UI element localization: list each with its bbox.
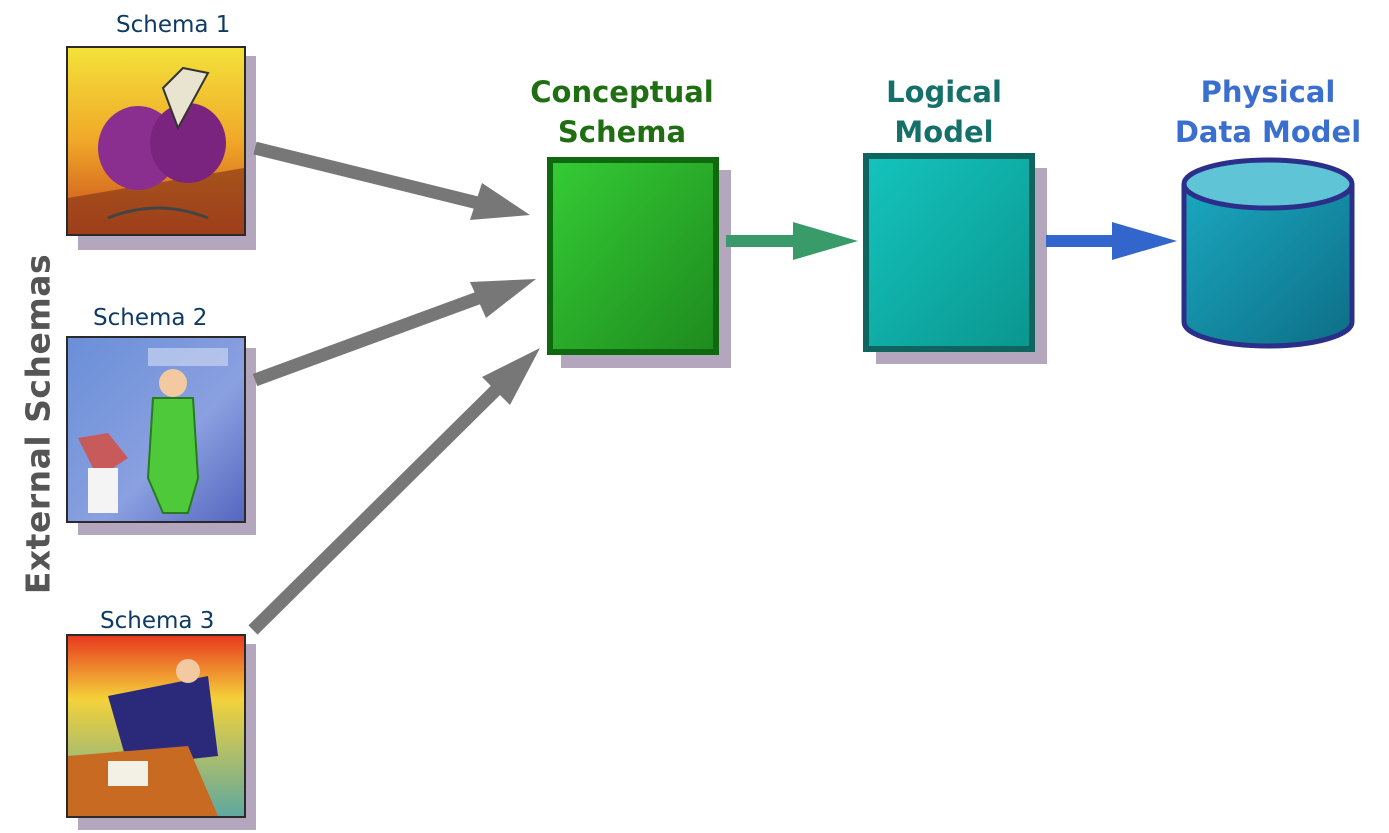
logical-model-title: Logical Model xyxy=(886,72,1002,152)
schema-3-image xyxy=(66,634,246,818)
arrow-schema3-to-conceptual xyxy=(248,348,540,635)
schema-1-image xyxy=(66,46,246,236)
physical-title-line1: Physical xyxy=(1200,75,1336,109)
arrow-conceptual-to-logical xyxy=(726,222,858,260)
conceptual-title-line1: Conceptual xyxy=(530,75,714,109)
conceptual-schema-box xyxy=(547,157,719,355)
schema-2-image xyxy=(66,336,246,523)
schema-1-label: Schema 1 xyxy=(116,12,231,38)
logical-title-line1: Logical xyxy=(886,75,1002,109)
physical-data-model-title: Physical Data Model xyxy=(1175,72,1361,152)
arrow-logical-to-physical xyxy=(1046,222,1177,260)
physical-data-model-cylinder xyxy=(1181,157,1355,349)
physical-title-line2: Data Model xyxy=(1174,115,1362,149)
schema-2-label: Schema 2 xyxy=(93,305,208,331)
logical-title-line2: Model xyxy=(894,115,994,149)
arrow-schema2-to-conceptual xyxy=(252,279,536,387)
logical-model-box xyxy=(863,153,1035,352)
schema-3-label: Schema 3 xyxy=(100,608,215,634)
conceptual-schema-title: Conceptual Schema xyxy=(530,72,714,152)
arrow-schema1-to-conceptual xyxy=(253,141,530,220)
conceptual-title-line2: Schema xyxy=(557,115,687,149)
